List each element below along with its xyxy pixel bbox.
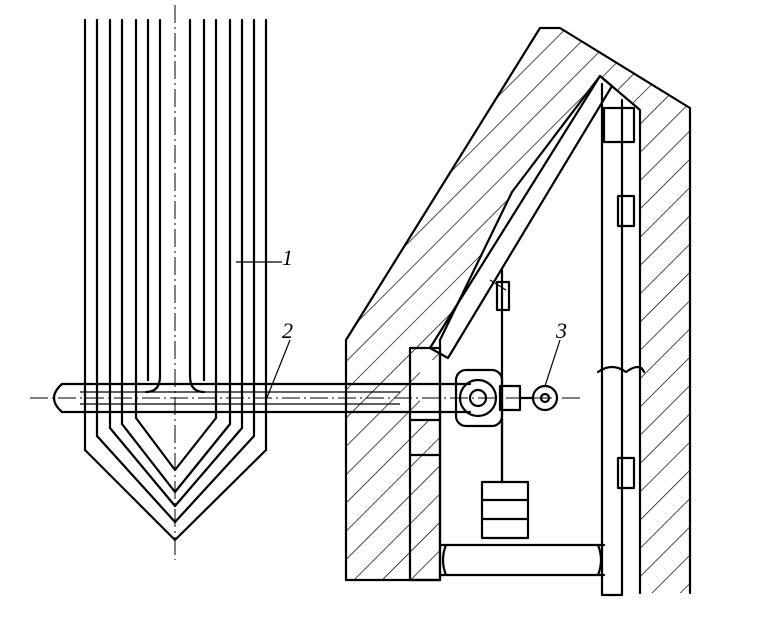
bottom-spacer — [438, 543, 606, 577]
counterweight-assembly — [480, 268, 530, 540]
callouts: 1 2 3 — [236, 245, 567, 401]
tube-bundle — [83, 5, 268, 560]
counterweight — [480, 480, 530, 540]
support-rod — [30, 382, 580, 414]
leader-2 — [265, 339, 291, 401]
column-bracket-top — [602, 106, 636, 144]
left-column — [408, 346, 442, 582]
furnace-wall — [344, 26, 692, 595]
column-joint — [596, 365, 646, 374]
label-1: 1 — [282, 245, 293, 270]
column-slot-upper — [616, 194, 636, 228]
label-3: 3 — [555, 318, 567, 343]
support-frame — [408, 74, 646, 597]
tube-bundle-right-group — [188, 18, 268, 452]
column-slot-lower — [616, 456, 636, 490]
leader-3 — [544, 339, 561, 387]
label-2: 2 — [282, 318, 293, 343]
tube-bundle-left-group — [83, 18, 162, 452]
